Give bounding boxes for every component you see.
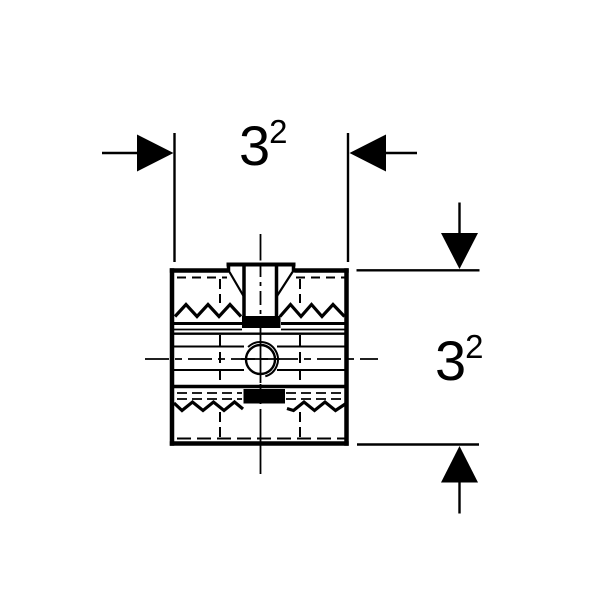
height-dimension-label: 32 [435,330,484,389]
height-dimension-value: 3 [435,329,467,392]
height-dimension-footnote: 2 [465,328,484,365]
width-dimension-footnote: 2 [269,113,288,150]
centerlines [145,234,378,474]
thread-arc [247,340,279,378]
width-dimension-label: 32 [239,115,288,174]
right-height-dimension [356,202,480,514]
width-dimension-value: 3 [239,114,271,177]
body-outline [169,268,349,446]
down-arrow-icon [441,202,478,269]
top-width-dimension [102,133,417,262]
up-arrow-icon [441,446,478,514]
left-arrow-icon [102,134,174,172]
right-arrow-icon [349,134,417,172]
